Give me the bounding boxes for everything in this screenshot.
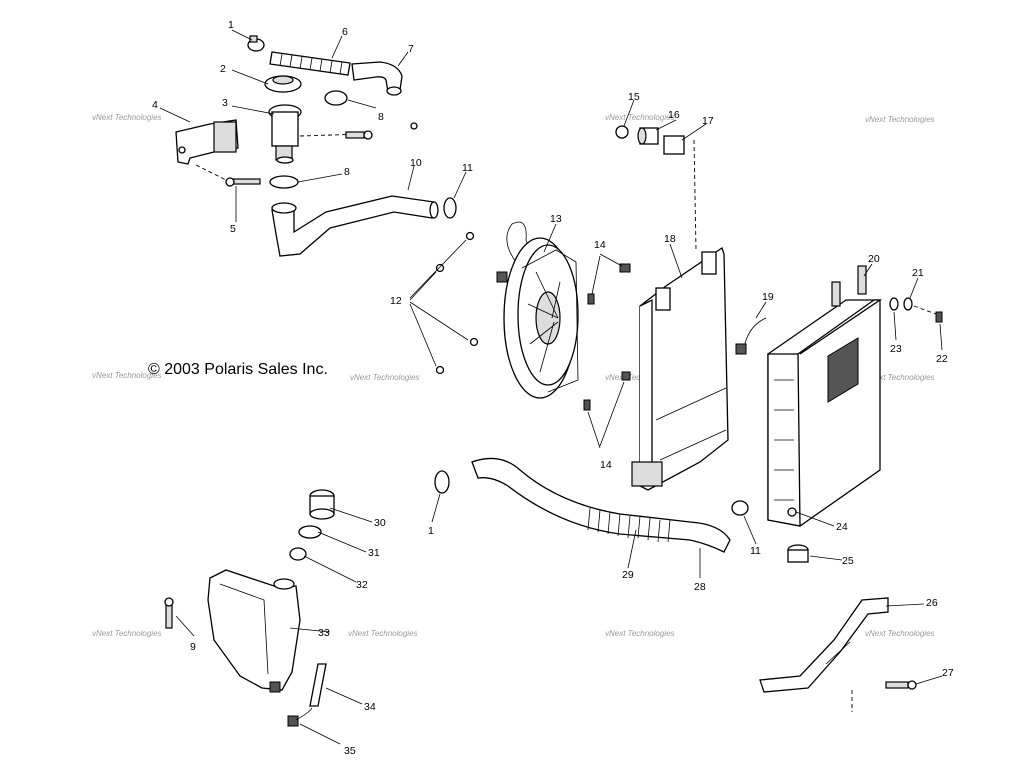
part-labels: 1 2 3 4 5 6 7 8 8 9 10 11 11 1 12 13 14 … [152, 19, 954, 757]
mounting-bracket [175, 119, 239, 165]
part-label-14-lower: 14 [600, 459, 612, 471]
grommet-15 [615, 125, 629, 139]
drain-cap [787, 544, 809, 563]
part-label-10: 10 [410, 157, 422, 169]
bushing-16 [637, 127, 659, 145]
cooling-fan [496, 221, 579, 399]
watermark-2: vNext Technologies [605, 113, 675, 122]
cap-gasket [298, 525, 322, 539]
part-label-8-upper: 8 [378, 111, 384, 123]
part-label-1: 1 [228, 19, 234, 31]
cap-screw [299, 122, 418, 140]
fan-shroud [631, 139, 729, 491]
part-label-19: 19 [762, 291, 774, 303]
upper-radiator-hose [271, 195, 439, 257]
part-label-30: 30 [374, 517, 386, 529]
shroud-clips-lower [583, 371, 631, 449]
radiator [767, 265, 883, 527]
reservoir-cap [309, 489, 335, 520]
part-label-34: 34 [364, 701, 376, 713]
bolt-22 [913, 305, 943, 323]
watermark-4: vNext Technologies [92, 371, 162, 380]
temp-sensor-wire [735, 317, 767, 355]
watermark-9: vNext Technologies [348, 629, 418, 638]
hose-clamp-1 [247, 35, 265, 52]
copyright-notice: © 2003 Polaris Sales Inc. [148, 361, 328, 378]
nut-21 [903, 297, 913, 311]
part-label-8-lower: 8 [344, 166, 350, 178]
part-label-3: 3 [222, 97, 228, 109]
part-label-16: 16 [668, 109, 680, 121]
leader-lines [159, 29, 943, 745]
part-label-32: 32 [356, 579, 368, 591]
filler-neck [268, 104, 302, 164]
part-label-33: 33 [318, 627, 330, 639]
fan-screws [409, 231, 479, 375]
part-label-9: 9 [190, 641, 196, 653]
washer-23 [889, 297, 899, 311]
part-label-23: 23 [890, 343, 902, 355]
hose-clamp-11-upper [443, 197, 457, 219]
part-label-18: 18 [664, 233, 676, 245]
hose-clamp-11-lower [731, 500, 749, 516]
bolt-5 [195, 164, 261, 187]
vent-hose [309, 663, 327, 707]
watermark-10: vNext Technologies [605, 629, 675, 638]
part-label-35: 35 [344, 745, 356, 757]
screw-27 [885, 680, 917, 690]
watermark-7: vNext Technologies [865, 373, 935, 382]
overflow-hose [269, 51, 351, 76]
part-label-22: 22 [936, 353, 948, 365]
lower-radiator-hose [471, 457, 731, 553]
vent-clamp [287, 707, 313, 727]
cap-seal [289, 547, 307, 561]
part-label-7: 7 [408, 43, 414, 55]
part-label-6: 6 [342, 26, 348, 38]
part-label-29: 29 [622, 569, 634, 581]
part-label-27: 27 [942, 667, 954, 679]
part-label-31: 31 [368, 547, 380, 559]
shroud-clips-upper [587, 253, 631, 305]
part-label-4: 4 [152, 99, 158, 111]
hose-clamp-1-lower [434, 470, 450, 494]
part-label-17: 17 [702, 115, 714, 127]
part-label-11-lower: 11 [750, 545, 761, 557]
part-label-25: 25 [842, 555, 854, 567]
spacer-17 [663, 135, 685, 155]
screw-9 [164, 597, 174, 629]
part-label-2: 2 [220, 63, 226, 75]
part-label-12: 12 [390, 295, 402, 307]
part-label-13: 13 [550, 213, 562, 225]
hose-clamp-8-lower [269, 175, 299, 189]
watermark-3: vNext Technologies [865, 115, 935, 124]
watermark-8: vNext Technologies [92, 629, 162, 638]
watermark-5: vNext Technologies [350, 373, 420, 382]
elbow-hose [351, 61, 403, 96]
watermark-11: vNext Technologies [865, 629, 935, 638]
part-label-1-lower: 1 [428, 525, 434, 537]
part-label-26: 26 [926, 597, 938, 609]
hose-clamp-8-upper [324, 90, 348, 106]
part-label-5: 5 [230, 223, 236, 235]
lower-bracket [759, 597, 889, 712]
part-label-21: 21 [912, 267, 924, 279]
part-label-20: 20 [868, 253, 880, 265]
radiator-cap [264, 75, 302, 93]
coolant-reservoir [207, 569, 301, 693]
watermark-1: vNext Technologies [92, 113, 162, 122]
part-label-15: 15 [628, 91, 640, 103]
part-label-28: 28 [694, 581, 706, 593]
part-label-24: 24 [836, 521, 848, 533]
part-label-11-upper: 11 [462, 162, 473, 174]
part-label-14-upper: 14 [594, 239, 606, 251]
